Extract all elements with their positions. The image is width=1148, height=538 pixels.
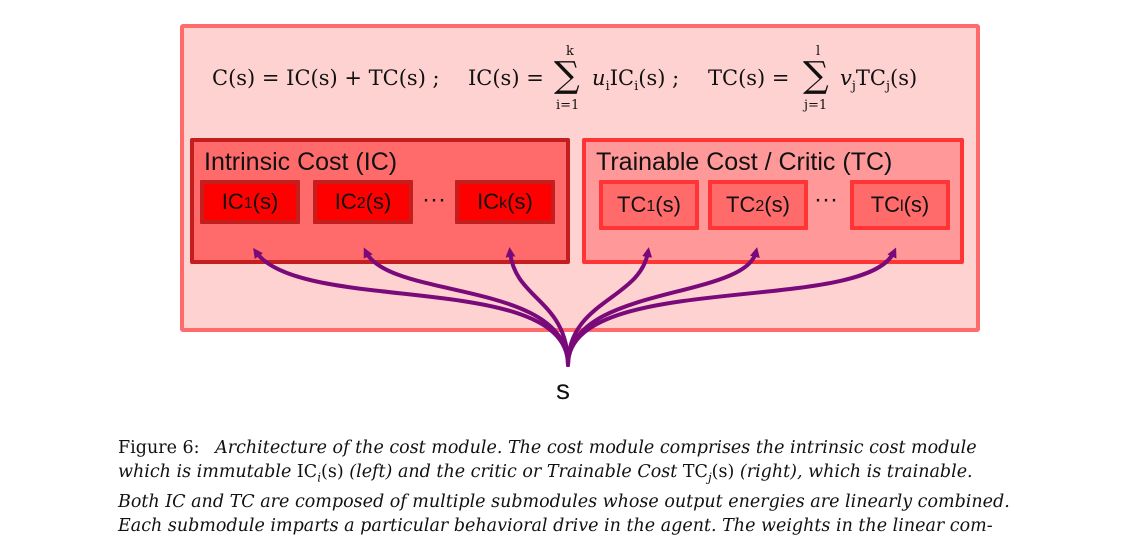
formula-tc-sum-lower: j=1 [804, 98, 828, 113]
formula-ic-sum-upper: k [566, 44, 574, 59]
figure-caption: Figure 6: Architecture of the cost modul… [118, 436, 1038, 538]
arrow-to-ic-k [505, 247, 570, 367]
formula-ic-lhs: IC(s) = [468, 66, 544, 90]
input-state-label: s [556, 374, 570, 405]
input-arrows [253, 247, 897, 367]
formula-total-cost: C(s) = IC(s) + TC(s) ; [212, 66, 440, 90]
formula-tc-sum-upper: l [816, 44, 821, 59]
intrinsic-cost-title: Intrinsic Cost (IC) [204, 148, 398, 176]
formula-ic-term: uiICi(s) ; [592, 66, 680, 94]
formula-ic-sum-lower: i=1 [556, 98, 580, 113]
caption-line-3: Both IC and TC are composed of multiple … [118, 491, 1010, 512]
cost-module-figure: C(s) = IC(s) + TC(s) ; IC(s) = k ∑ i=1 u… [180, 24, 980, 405]
caption-line-1: Figure 6: Architecture of the cost modul… [118, 438, 977, 458]
tc-ellipsis: ··· [814, 186, 838, 213]
ic-ellipsis: ··· [422, 186, 446, 213]
arrow-to-ic-1 [253, 247, 570, 367]
formula-tc-term: vjTCj(s) [840, 66, 918, 94]
trainable-cost-title: Trainable Cost / Critic (TC) [596, 148, 893, 176]
arrow-to-tc-l [566, 247, 897, 367]
caption-figure-label: Figure 6: [118, 438, 200, 458]
formula-ic-sigma: ∑ [554, 55, 580, 96]
formula-tc-lhs: TC(s) = [708, 66, 790, 90]
formula-tc-sigma: ∑ [803, 55, 829, 96]
caption-line-2: which is immutable ICi(s) (left) and the… [118, 462, 973, 485]
cost-formula: C(s) = IC(s) + TC(s) ; IC(s) = k ∑ i=1 u… [180, 40, 980, 120]
caption-line-4: Each submodule imparts a particular beha… [118, 515, 993, 536]
arrow-to-ic-2 [363, 247, 570, 367]
